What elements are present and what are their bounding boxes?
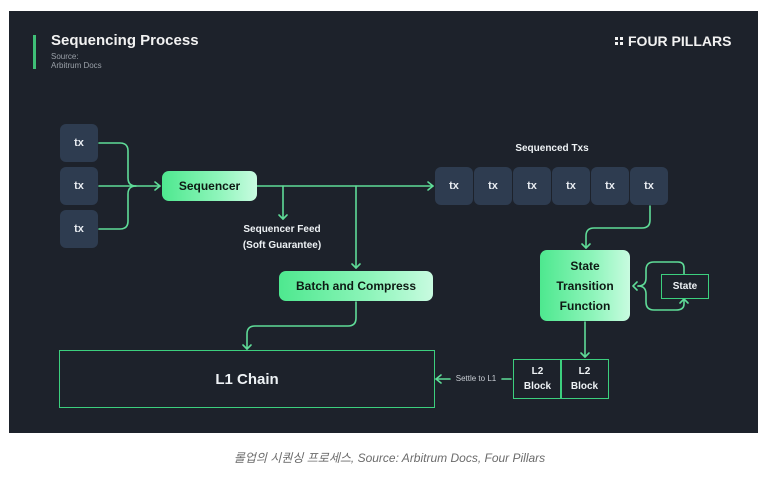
wire-tx3-to-sequencer xyxy=(98,185,137,230)
sequenced-tx-3: tx xyxy=(513,167,551,205)
sequenced-tx-5: tx xyxy=(591,167,629,205)
wire-sequenced-txs-to-stf xyxy=(585,205,651,249)
state-transition-function-node: State Transition Function xyxy=(540,250,630,321)
sequencer-feed-label: Sequencer Feed xyxy=(243,224,321,235)
input-tx-2: tx xyxy=(60,167,98,205)
settle-to-l1-label: Settle to L1 xyxy=(455,374,497,383)
source-label: Source: xyxy=(51,52,79,61)
arrowhead-state-loop xyxy=(679,298,689,304)
arrowhead-stf-from-state xyxy=(632,281,638,291)
stf-line-2: Transition xyxy=(556,278,614,293)
sequencer-node: Sequencer xyxy=(162,171,257,201)
arrowhead-l1-chain xyxy=(242,344,252,350)
arrowhead-stf xyxy=(581,243,591,249)
arrowhead-settle xyxy=(435,374,442,384)
l2-block-1-line-2: Block xyxy=(523,381,552,392)
stf-line-1: State xyxy=(570,258,600,273)
l2-block-1-line-1: L2 xyxy=(531,366,544,377)
source-value: Arbitrum Docs xyxy=(51,61,102,70)
l2-block-2-line-2: Block xyxy=(570,381,599,392)
l1-chain-node: L1 Chain xyxy=(59,350,435,408)
sequenced-tx-1: tx xyxy=(435,167,473,205)
l2-block-2-line-1: L2 xyxy=(578,366,591,377)
diagram-panel xyxy=(9,11,758,433)
arrowhead-sequencer-feed xyxy=(278,214,288,220)
soft-guarantee-label: (Soft Guarantee) xyxy=(242,240,322,251)
stf-line-3: Function xyxy=(559,298,611,313)
l2-block-2: L2 Block xyxy=(560,359,609,399)
brand-logo: FOUR PILLARS xyxy=(615,33,731,49)
l2-block-1: L2 Block xyxy=(513,359,562,399)
arrowhead-l2-block xyxy=(580,352,590,358)
arrowhead-sequencer xyxy=(154,181,161,191)
wire-tx1-to-sequencer xyxy=(98,142,137,187)
diagram-title: Sequencing Process xyxy=(51,32,199,49)
batch-compress-node: Batch and Compress xyxy=(279,271,433,301)
sequenced-tx-6: tx xyxy=(630,167,668,205)
title-accent-bar xyxy=(33,35,36,69)
sequenced-tx-4: tx xyxy=(552,167,590,205)
wire-batch-to-l1 xyxy=(246,301,357,350)
input-tx-1: tx xyxy=(60,124,98,162)
input-tx-3: tx xyxy=(60,210,98,248)
arrowhead-sequenced-txs xyxy=(427,181,434,191)
sequenced-tx-2: tx xyxy=(474,167,512,205)
arrowhead-batch-compress xyxy=(351,263,361,269)
logo-text: FOUR PILLARS xyxy=(628,33,732,49)
wire-state-loop-top xyxy=(637,261,685,287)
figure-caption: 롤업의 시퀀싱 프로세스, Source: Arbitrum Docs, Fou… xyxy=(233,451,546,465)
wire-state-loop-bottom xyxy=(637,285,685,311)
sequenced-txs-title: Sequenced Txs xyxy=(515,143,589,154)
state-node: State xyxy=(661,274,709,299)
logo-dots-icon xyxy=(615,37,623,45)
